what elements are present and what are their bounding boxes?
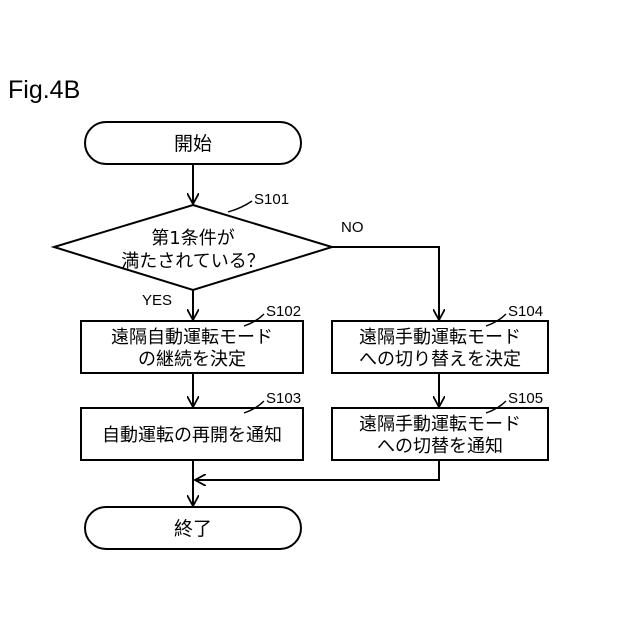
process-s105: 遠隔手動運転モード への切替を通知	[332, 408, 548, 460]
process-s103: 自動運転の再開を通知	[81, 408, 303, 460]
decision-line2: 満たされている？	[121, 251, 264, 272]
decision-line1: 第1条件が	[151, 228, 234, 249]
start-terminal: 開始	[85, 122, 301, 164]
process-s104: 遠隔手動運転モード への切り替えを決定	[332, 321, 548, 373]
arrow-s105-to-merge	[195, 460, 439, 480]
s102-line2: の継続を決定	[138, 349, 246, 370]
figure-label: Fig.4B	[8, 76, 80, 104]
step-label-s103: S103	[266, 390, 301, 407]
process-s102: 遠隔自動運転モード の継続を決定	[81, 321, 303, 373]
step-label-s102: S102	[266, 303, 301, 320]
s103-line1: 自動運転の再開を通知	[102, 425, 282, 446]
step-label-s101: S101	[254, 191, 289, 208]
s105-line2: への切替を通知	[377, 436, 503, 457]
end-label: 終了	[174, 518, 212, 540]
step-label-s105: S105	[508, 390, 543, 407]
end-terminal: 終了	[85, 507, 301, 549]
start-label: 開始	[174, 133, 212, 155]
decision-s101: 第1条件が 満たされている？	[54, 205, 332, 290]
arrow-no-to-s104	[332, 247, 439, 320]
no-branch-label: NO	[341, 219, 364, 236]
leader-s101	[228, 201, 252, 212]
s105-line1: 遠隔手動運転モード	[359, 414, 521, 435]
yes-branch-label: YES	[142, 292, 172, 309]
s104-line2: への切り替えを決定	[359, 349, 521, 370]
s102-line1: 遠隔自動運転モード	[111, 327, 273, 348]
s104-line1: 遠隔手動運転モード	[359, 327, 521, 348]
step-label-s104: S104	[508, 303, 543, 320]
